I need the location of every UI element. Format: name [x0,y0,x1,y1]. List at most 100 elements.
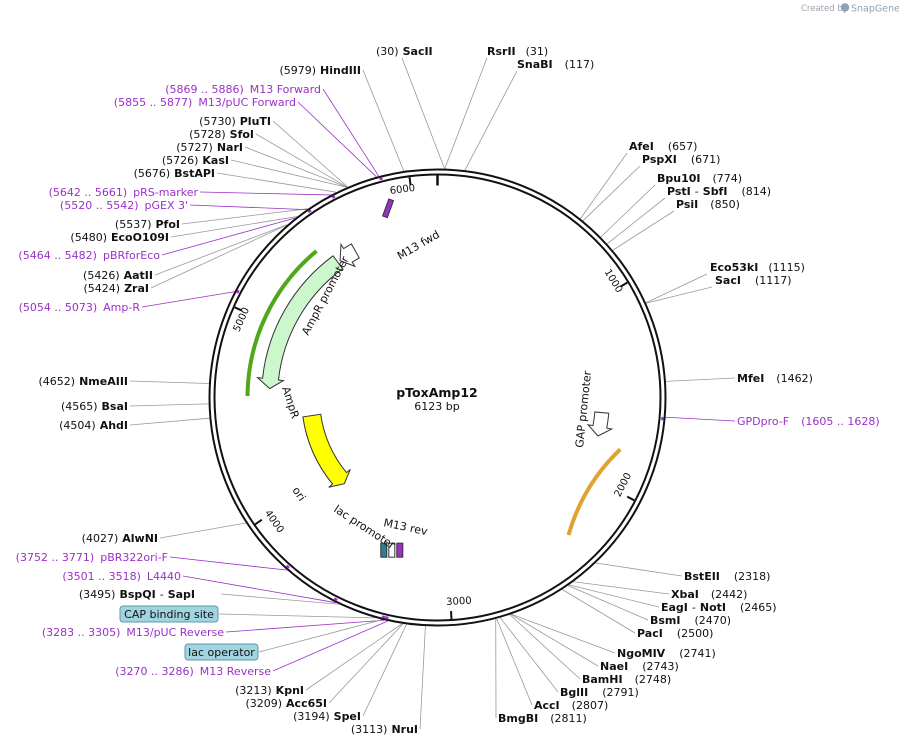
cap-leader-line [218,613,376,619]
enzyme-labels-left: (5979)HindIII (5730)PluTI (5728)SfoI (57… [39,64,419,736]
enzyme-leader-line [129,403,209,407]
primer-label: (5464 .. 5482)pBRforEco [18,249,160,262]
enzyme-label: (3495)BspQI-SapI [79,588,195,601]
enzyme-leader-line [305,623,403,691]
enzyme-leader-line [562,589,636,634]
enzyme-leader-line [600,184,656,238]
enzyme-label: (30)SacII [376,45,433,58]
enzyme-label: (3194)SpeI [293,710,361,723]
enzyme-leader-line [580,152,628,219]
enzyme-label: AccI(2807) [534,699,608,712]
bp-tick-label: 3000 [446,596,472,609]
gap-promoter-arrow [586,411,614,437]
primer-label: (3501 .. 3518)L4440 [62,570,181,583]
enzyme-leader-line [154,224,288,276]
lac-operator-label: lac operator [188,646,255,659]
enzyme-label: PacI(2500) [637,627,713,640]
enzyme-label: (3209)Acc65I [245,697,327,710]
primer-site-mark [379,177,383,181]
enzyme-label: BstEII(2318) [684,570,770,583]
primer-leader-line [141,291,235,308]
cap-binding-site-label: CAP binding site [124,608,214,621]
feature-label-gap-promoter: GAP promoter [573,370,594,449]
enzyme-label: XbaI(2442) [671,588,747,601]
enzyme-leader-line [646,286,713,304]
feature-label-ampr: AmpR [279,385,302,421]
enzyme-label: (5424)ZraI [84,282,150,295]
boxed-feature-labels: CAP binding site lac operator [119,605,259,661]
enzyme-label: (5727)NarI [176,141,243,154]
bp-tick [254,518,263,526]
bp-tick [449,611,453,620]
enzyme-leader-line [216,172,337,193]
enzyme-leader-line [170,216,298,238]
enzyme-label: BsmI(2470) [650,614,731,627]
enzyme-label: PsiI(850) [676,198,740,211]
enzyme-leader-line [511,613,616,654]
enzyme-leader-line [612,210,675,251]
primer-label: (5869 .. 5886)M13 Forward [165,83,321,96]
enzyme-label: (5537)PfoI [115,218,180,231]
enzyme-label: BglII(2791) [560,686,639,699]
enzyme-label: EagI-NotI(2465) [661,601,777,614]
plasmid-backbone [208,168,667,627]
enzyme-label: PstI-SbfI(814) [667,185,771,198]
ampr-promoter-arrow [339,242,360,268]
enzyme-leader-line [645,273,708,304]
primer-site-mark [384,616,389,620]
primer-label: (5855 .. 5877)M13/pUC Forward [114,96,296,109]
enzyme-leader-line [567,585,649,621]
enzyme-leader-line [129,380,209,384]
lac-promoter-block [388,542,396,558]
bp-tick [620,281,628,288]
primer-label: (3283 .. 3305)M13/pUC Reverse [42,626,224,639]
leader-lines [129,57,736,730]
enzyme-labels-right: (30)SacII RsrII(31) SnaBI(117) AfeI(657)… [376,45,813,725]
enzyme-label: (5728)SfoI [189,128,254,141]
primer-label: (5054 .. 5073)Amp-R [19,301,141,314]
enzyme-leader-line [220,593,339,605]
primer-labels: (5869 .. 5886)M13 Forward (5855 .. 5877)… [16,83,880,678]
enzyme-label: BamHI(2748) [582,673,671,686]
enzyme-leader-line [230,159,347,188]
enzyme-leader-line [419,626,426,730]
enzyme-label: (4652)NmeAIII [39,375,129,388]
enzyme-label: (5979)HindIII [279,64,361,77]
primer-label: (3270 .. 3286)M13 Reverse [115,665,271,678]
enzyme-leader-line [159,522,247,539]
primer-site-mark [285,564,290,569]
enzyme-leader-line [362,624,407,717]
cap-binding-site-box [119,605,219,623]
enzyme-label: Eco53kI(1115) [710,261,805,274]
feature-label-ori: ori [290,484,309,503]
primer-site-mark [331,194,336,199]
enzyme-leader-line [255,133,348,188]
bp-tick-label: 6000 [389,183,416,197]
enzyme-label: (4027)AlwNI [82,532,158,545]
lac-operator-box [184,643,259,661]
enzyme-leader-line [582,165,641,221]
backbone-outer-circle [208,168,667,627]
ampr-cds-arrow [256,255,344,390]
enzyme-label: SnaBI(117) [517,58,594,71]
bp-tick [626,495,635,502]
enzyme-leader-line [362,69,405,172]
enzyme-label: (5426)AatII [83,269,153,282]
primer-leader-line [225,619,385,633]
snapgene-logo-icon [840,3,850,12]
feature-label-m13-fwd: M13 fwd [395,228,442,263]
strand-direction-arrow [245,249,318,397]
enzyme-label: (4504)AhdI [59,419,128,432]
enzyme-label: BmgBI(2811) [498,712,587,725]
primer-site-mark [381,615,386,619]
enzyme-leader-line [573,581,670,595]
enzyme-label: (5676)BstAPI [134,167,215,180]
enzyme-label: (5480)EcoO109I [70,231,169,244]
enzyme-leader-line [568,584,660,608]
credit-brand: SnapGene [851,4,899,15]
primer-leader-line [169,556,288,571]
bp-tick-label: 2000 [613,471,635,499]
enzyme-leader-line [444,57,488,169]
enzyme-leader-line [244,146,348,188]
